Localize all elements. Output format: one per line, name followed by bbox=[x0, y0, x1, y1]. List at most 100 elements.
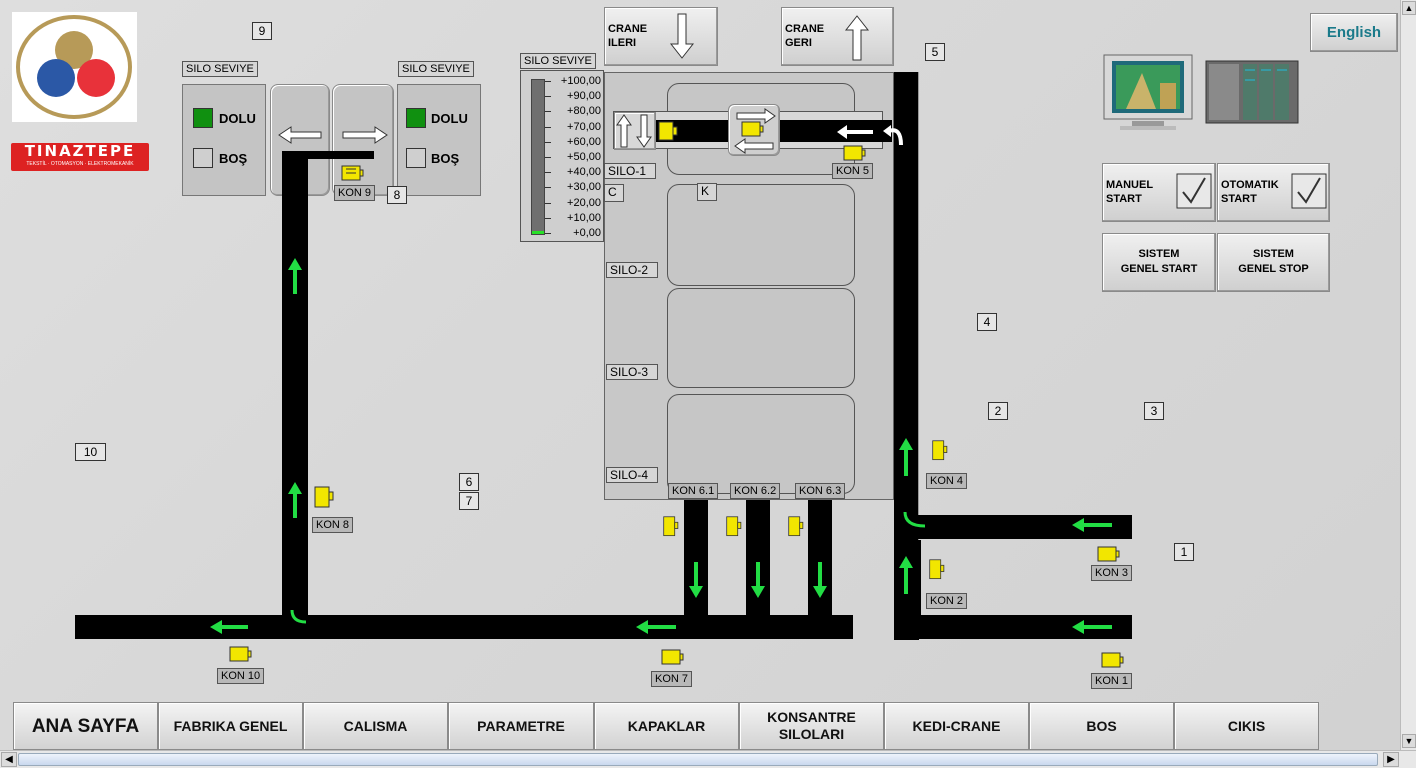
nav-cikis[interactable]: CIKIS bbox=[1174, 702, 1319, 750]
gauge-tick-mark bbox=[545, 141, 551, 143]
gauge-tick-label: +30,00 bbox=[567, 181, 601, 194]
kon61-label[interactable]: KON 6.1 bbox=[668, 483, 719, 499]
manual-start-button[interactable]: MANUEL START bbox=[1102, 163, 1216, 222]
nav-kapaklar[interactable]: KAPAKLAR bbox=[594, 702, 739, 750]
kon5-motor-icon bbox=[843, 145, 866, 161]
scroll-thumb[interactable] bbox=[18, 753, 1378, 766]
gauge-tick-mark bbox=[545, 187, 551, 189]
scroll-down-button[interactable]: ▼ bbox=[1402, 734, 1416, 748]
vertical-scrollbar[interactable]: ▲ ▼ bbox=[1400, 0, 1416, 750]
brand-tagline: TEKSTİL · OTOMASYON · ELEKTROMEKANİK bbox=[26, 161, 134, 167]
silo-block bbox=[604, 72, 894, 500]
empty-indicator-left bbox=[193, 148, 213, 168]
silo-1-label: SILO-1 bbox=[604, 163, 656, 179]
english-language-button[interactable]: English bbox=[1310, 13, 1398, 52]
monitor-icon[interactable] bbox=[1102, 53, 1194, 133]
crane-forward-button[interactable]: CRANE ILERI bbox=[604, 7, 718, 66]
kon9-label[interactable]: KON 9 bbox=[334, 185, 376, 201]
kon4-motor-icon bbox=[932, 440, 948, 461]
brand-name: TINAZTEPE bbox=[24, 142, 136, 160]
kon7-label[interactable]: KON 7 bbox=[651, 671, 693, 687]
marker-8: 8 bbox=[387, 186, 407, 204]
auto-start-label: OTOMATIK START bbox=[1221, 179, 1279, 205]
kon4-label[interactable]: KON 4 bbox=[926, 473, 968, 489]
kon2-label[interactable]: KON 2 bbox=[926, 593, 968, 609]
scroll-left-button[interactable]: ◀ bbox=[1, 752, 17, 767]
nav-parametre[interactable]: PARAMETRE bbox=[448, 702, 594, 750]
empty-label-right: BOŞ bbox=[431, 151, 460, 166]
empty-label-left: BOŞ bbox=[219, 151, 248, 166]
kon10-motor-icon bbox=[229, 646, 252, 662]
kon8-motor-icon bbox=[314, 486, 334, 508]
silo-4-label: SILO-4 bbox=[606, 467, 658, 483]
silo-3 bbox=[667, 288, 855, 388]
kon61-motor-icon bbox=[663, 516, 679, 537]
system-general-stop-button[interactable]: SISTEM GENEL STOP bbox=[1217, 233, 1330, 292]
marker-10: 10 bbox=[75, 443, 106, 461]
manual-start-label: MANUEL START bbox=[1106, 179, 1154, 205]
kon62-belt bbox=[746, 500, 770, 620]
scroll-right-button[interactable]: ▶ bbox=[1383, 752, 1399, 767]
kon61-belt bbox=[684, 500, 708, 620]
kon1-label[interactable]: KON 1 bbox=[1091, 673, 1133, 689]
silo-4 bbox=[667, 394, 855, 494]
arrow-down-icon bbox=[669, 13, 695, 59]
nav-kedi-crane[interactable]: KEDI-CRANE bbox=[884, 702, 1029, 750]
arrow-up-icon bbox=[844, 15, 870, 61]
nav-ana-sayfa[interactable]: ANA SAYFA bbox=[13, 702, 158, 750]
crane-forward-label: CRANE ILERI bbox=[608, 23, 648, 49]
kon8-label[interactable]: KON 8 bbox=[312, 517, 354, 533]
gauge-tick-label: +80,00 bbox=[567, 105, 601, 118]
silo-2 bbox=[667, 184, 855, 286]
monitor-graphic bbox=[1103, 54, 1193, 130]
silo-level-left-title: SILO SEVIYE bbox=[182, 61, 258, 77]
kon63-motor-icon bbox=[788, 516, 804, 537]
kon8-belt bbox=[282, 152, 308, 622]
full-label-left: DOLU bbox=[219, 111, 256, 126]
gauge-tick-label: +100,00 bbox=[560, 75, 601, 87]
arrow-right-icon bbox=[342, 126, 388, 144]
marker-7: 7 bbox=[459, 492, 479, 510]
gauge-tick-label: +10,00 bbox=[567, 211, 601, 224]
silo-level-left-panel: DOLU BOŞ bbox=[182, 84, 266, 196]
marker-1: 1 bbox=[1174, 543, 1194, 561]
empty-indicator-right bbox=[406, 148, 426, 168]
gauge-tick-mark bbox=[545, 126, 551, 128]
gauge-tick-label: +50,00 bbox=[567, 151, 601, 163]
marker-4: 4 bbox=[977, 313, 997, 331]
silo-level-right-title: SILO SEVIYE bbox=[398, 61, 474, 77]
kon3-label[interactable]: KON 3 bbox=[1091, 565, 1133, 581]
kon63-label[interactable]: KON 6.3 bbox=[795, 483, 846, 499]
kon3-belt bbox=[910, 515, 1132, 539]
kon7-motor-icon bbox=[661, 649, 684, 665]
nav-bos[interactable]: BOS bbox=[1029, 702, 1174, 750]
auto-start-button[interactable]: OTOMATIK START bbox=[1217, 163, 1330, 222]
silo-2-label: SILO-2 bbox=[606, 262, 658, 278]
company-brand: TINAZTEPE TEKSTİL · OTOMASYON · ELEKTROM… bbox=[11, 143, 149, 171]
gauge-tick-mark bbox=[545, 202, 551, 204]
scroll-up-button[interactable]: ▲ bbox=[1402, 1, 1416, 15]
kon5-rail bbox=[918, 72, 923, 632]
gauge-fill bbox=[532, 230, 544, 234]
kon5-label[interactable]: KON 5 bbox=[832, 163, 874, 179]
nav-fabrika-genel[interactable]: FABRIKA GENEL bbox=[158, 702, 303, 750]
crane-up-down-control[interactable] bbox=[614, 112, 656, 150]
left-right-arrows-icon bbox=[734, 108, 776, 154]
company-logo bbox=[12, 12, 137, 122]
gauge-tick-label: +0,00 bbox=[573, 227, 601, 239]
silo-level-right-panel: DOLU BOŞ bbox=[397, 84, 481, 196]
kon10-label[interactable]: KON 10 bbox=[217, 668, 265, 684]
kon2-belt bbox=[905, 540, 921, 616]
gauge-tick-label: +90,00 bbox=[567, 90, 601, 103]
horizontal-scrollbar[interactable]: ◀ ▶ bbox=[0, 750, 1416, 768]
plc-rack-icon[interactable] bbox=[1205, 60, 1299, 124]
kon62-label[interactable]: KON 6.2 bbox=[730, 483, 781, 499]
kon9-belt bbox=[282, 151, 374, 159]
full-indicator-left bbox=[193, 108, 213, 128]
crane-back-button[interactable]: CRANE GERI bbox=[781, 7, 894, 66]
system-general-start-button[interactable]: SISTEM GENEL START bbox=[1102, 233, 1216, 292]
nav-konsantre-silolari[interactable]: KONSANTRE SILOLARI bbox=[739, 702, 884, 750]
silo-gauge-title: SILO SEVIYE bbox=[520, 53, 596, 69]
nav-calisma[interactable]: CALISMA bbox=[303, 702, 448, 750]
kon2-motor-icon bbox=[929, 559, 945, 580]
